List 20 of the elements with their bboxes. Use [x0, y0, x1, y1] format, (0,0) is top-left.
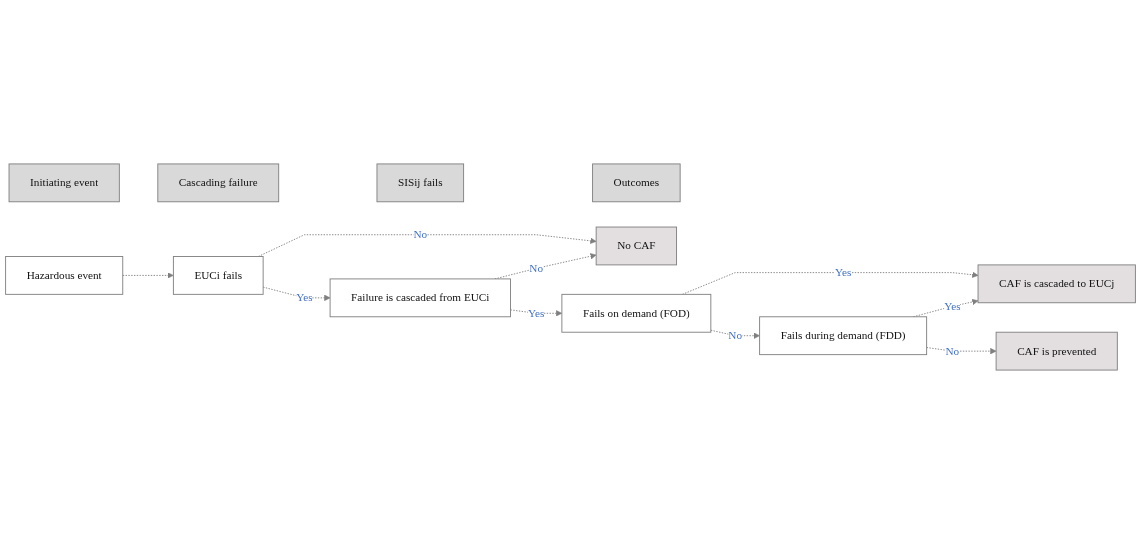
- edge-label: No: [413, 228, 428, 241]
- node-box: CAF is cascaded to EUCj: [977, 264, 1136, 304]
- node-box: CAF is prevented: [995, 331, 1118, 371]
- edge-label: Yes: [296, 291, 313, 304]
- node-box: EUCi fails: [172, 256, 264, 295]
- node-box: Fails on demand (FOD): [561, 293, 712, 333]
- node-box: Outcomes: [592, 163, 681, 203]
- node-box: No CAF: [595, 226, 678, 266]
- node-box: Initiating event: [8, 163, 120, 203]
- node-box: Fails during demand (FDD): [759, 316, 928, 356]
- edge-label: No: [529, 262, 544, 275]
- node-box: Failure is cascaded from EUCi: [329, 278, 511, 318]
- node-box: Hazardous event: [5, 256, 124, 295]
- edge-label: Yes: [834, 266, 852, 279]
- node-box: Cascading failure: [157, 163, 280, 203]
- node-box: SISij fails: [376, 163, 465, 203]
- edge-label: No: [945, 344, 960, 357]
- edge-label: Yes: [944, 299, 961, 312]
- edge-label: Yes: [528, 306, 545, 319]
- edge-label: No: [728, 329, 743, 342]
